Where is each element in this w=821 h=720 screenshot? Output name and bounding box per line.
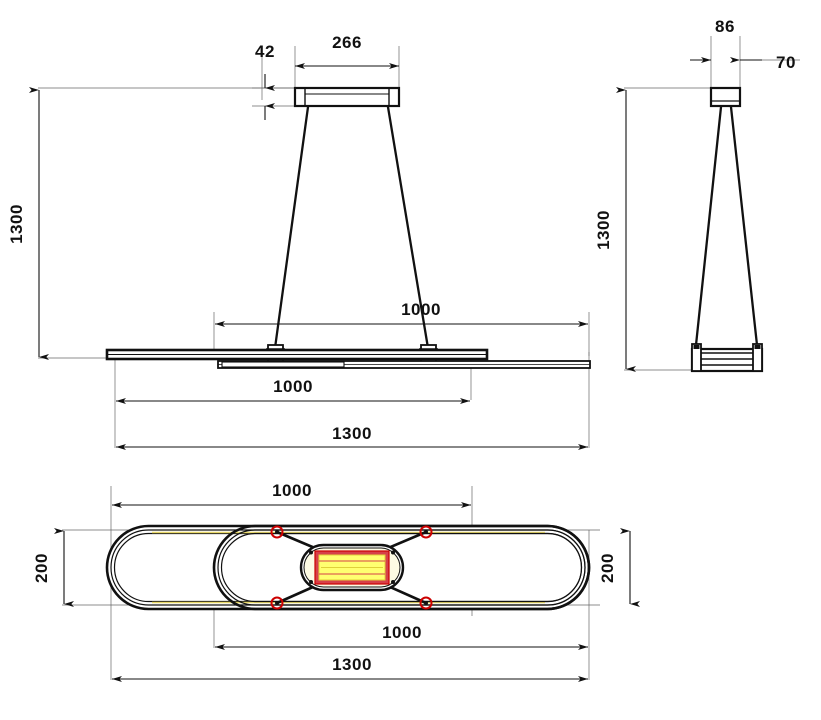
plan-mount-points bbox=[270, 525, 433, 610]
front-canopy bbox=[293, 86, 401, 108]
dim-42-label: 42 bbox=[255, 42, 275, 61]
dim-1000-plan-mid-label: 1000 bbox=[382, 623, 422, 642]
dim-42: 42 bbox=[255, 42, 275, 120]
dim-1000-plan-top-label: 1000 bbox=[272, 481, 312, 500]
plan-inner-body bbox=[212, 524, 591, 611]
dim-1300-front-height: 1300 bbox=[7, 87, 49, 360]
side-lamp-body bbox=[690, 343, 764, 373]
front-elevation-view: 42 266 1300 bbox=[7, 33, 591, 450]
dim-1000-plan-mid: 1000 bbox=[215, 623, 588, 650]
dim-86-label: 86 bbox=[715, 17, 735, 36]
dim-1300-plan-bottom: 1300 bbox=[112, 655, 588, 682]
dim-86: 86 bbox=[690, 17, 762, 63]
dim-1300-side-height: 1300 bbox=[594, 87, 636, 372]
side-elevation-view: 86 70 1300 bbox=[594, 17, 800, 373]
dim-1300-side-height-label: 1300 bbox=[594, 210, 613, 250]
front-lamp-body bbox=[105, 348, 591, 369]
front-witness-lines bbox=[38, 46, 590, 448]
dim-70-label: 70 bbox=[776, 53, 796, 72]
dim-200-left: 200 bbox=[32, 528, 74, 607]
dim-200-left-label: 200 bbox=[32, 553, 51, 583]
dim-1300-front-length: 1300 bbox=[116, 424, 588, 450]
dim-200-right-label: 200 bbox=[598, 553, 617, 583]
dim-1300-front-height-label: 1300 bbox=[7, 204, 26, 244]
plan-view: 1000 200 200 bbox=[32, 481, 640, 682]
dim-266: 266 bbox=[295, 33, 399, 69]
side-canopy bbox=[709, 86, 742, 108]
plan-center-module bbox=[299, 543, 405, 592]
side-suspension-cables bbox=[694, 105, 759, 347]
dim-1300-front-length-label: 1300 bbox=[332, 424, 372, 443]
dim-1000-cable-span-label: 1000 bbox=[401, 300, 441, 319]
dim-1000-body-inner: 1000 bbox=[116, 377, 470, 404]
front-suspension-cables bbox=[273, 105, 430, 350]
dim-1000-body-inner-label: 1000 bbox=[273, 377, 313, 396]
dim-266-label: 266 bbox=[332, 33, 362, 52]
dim-1300-plan-bottom-label: 1300 bbox=[332, 655, 372, 674]
dim-1000-cable-span: 1000 bbox=[215, 300, 588, 327]
dim-70: 70 bbox=[776, 53, 796, 72]
dim-1000-plan-top: 1000 bbox=[112, 481, 471, 508]
dim-200-right: 200 bbox=[598, 528, 640, 607]
